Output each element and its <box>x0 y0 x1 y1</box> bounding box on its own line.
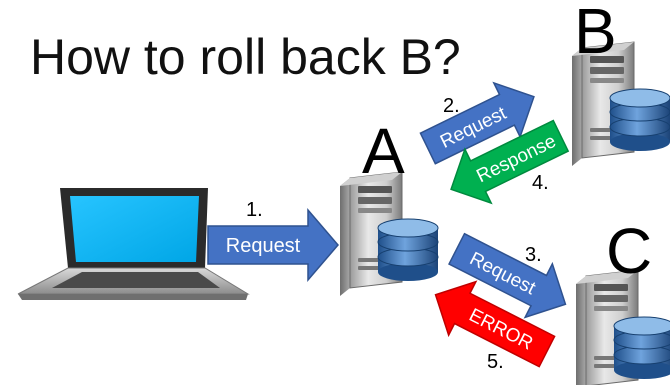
laptop-icon <box>17 188 250 300</box>
arrow-client-to-a-label: Request <box>226 235 301 257</box>
server-a-icon <box>339 171 439 297</box>
step-4-number: 4. <box>532 172 549 194</box>
step-2-number: 2. <box>443 95 460 117</box>
node-a-label: A <box>362 115 405 187</box>
diagram-title: How to roll back B? <box>30 29 461 85</box>
step-1-number: 1. <box>246 199 263 221</box>
step-5-number: 5. <box>487 351 504 373</box>
arrow-a-to-c: Request <box>448 232 567 319</box>
step-3-number: 3. <box>525 244 542 266</box>
arrow-a-to-b: Request <box>419 81 535 165</box>
node-c-label: C <box>606 215 653 287</box>
node-b-label: B <box>574 0 617 67</box>
arrow-client-to-a: Request <box>207 207 339 283</box>
